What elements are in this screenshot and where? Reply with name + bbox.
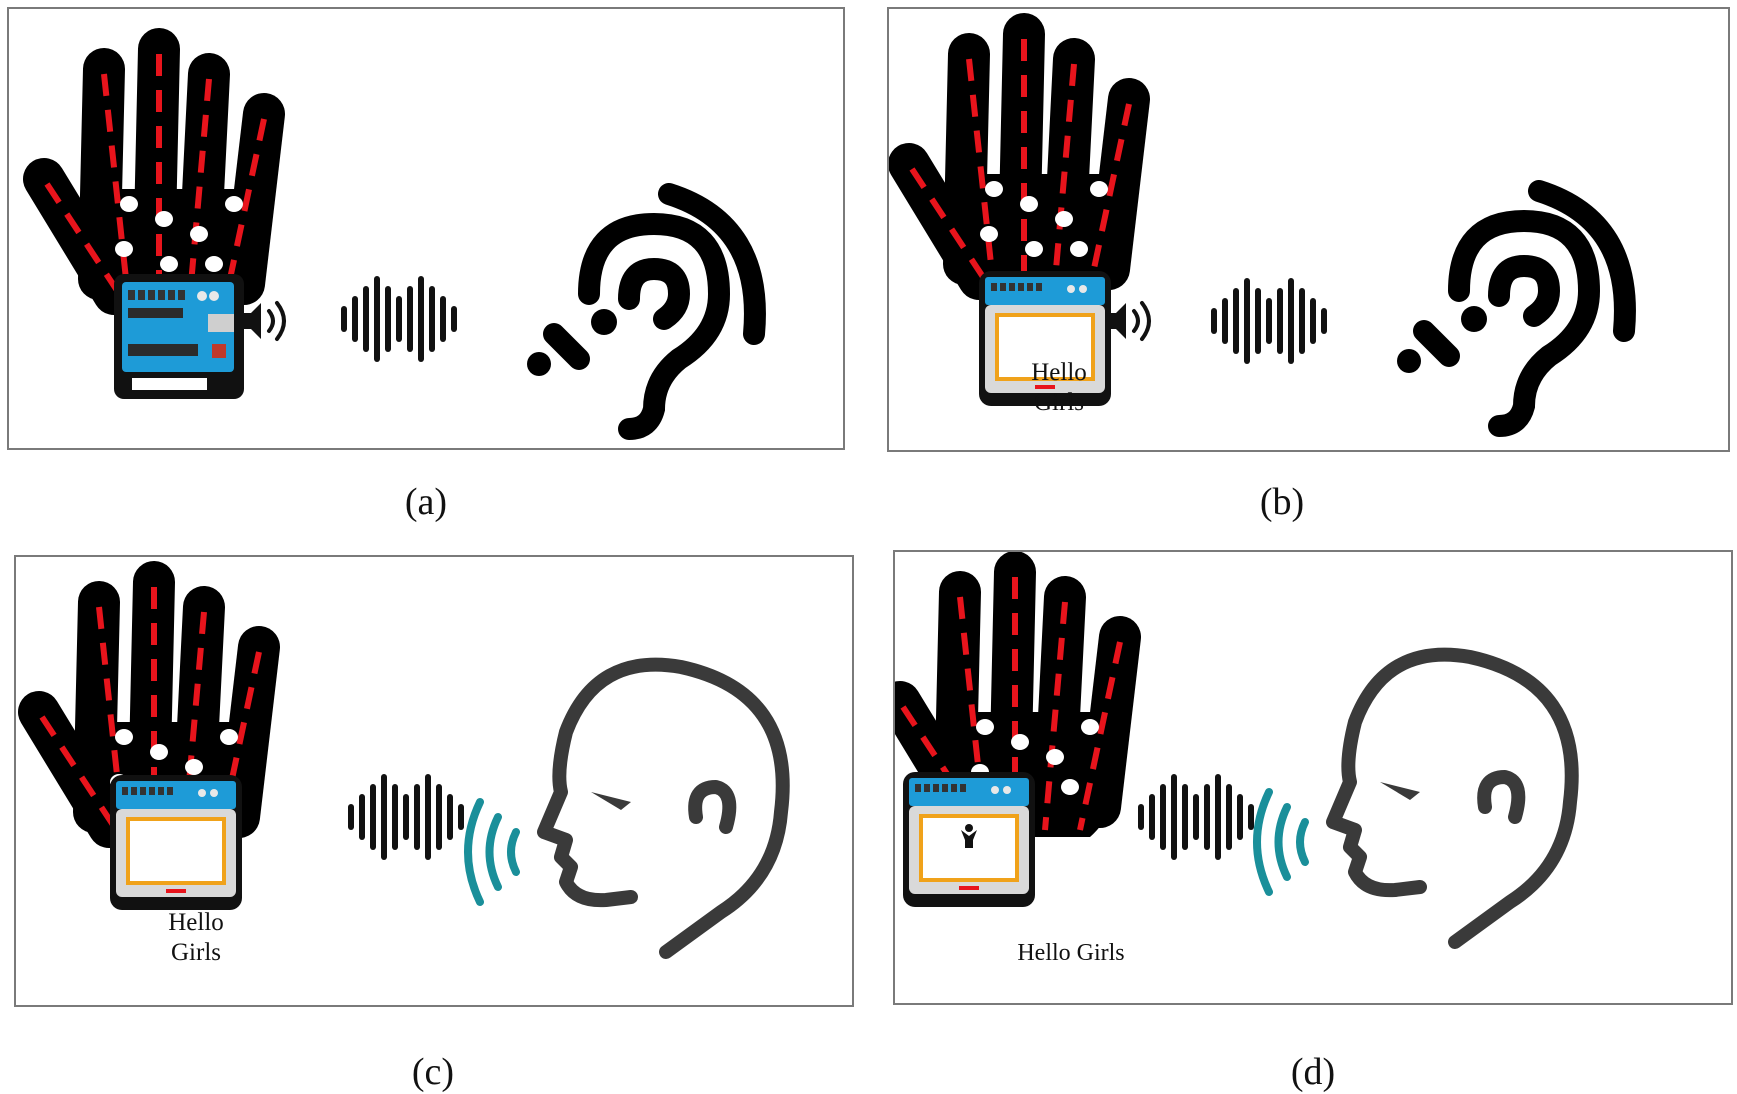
screen-text-line-1: Hello — [1031, 359, 1087, 386]
screen-text-line-2: Girls — [1034, 389, 1084, 416]
person-figure-icon — [961, 824, 977, 848]
hearing-icon — [1397, 180, 1636, 437]
caption-d: (d) — [1290, 1051, 1336, 1093]
caption-b: (b) — [1259, 481, 1305, 523]
screen-text-line-1: Hello Girls — [1017, 940, 1124, 966]
panel-a-illustration — [23, 28, 766, 440]
panel-d: Hello Girls — [893, 550, 1733, 1005]
hearing-icon — [527, 183, 766, 440]
sound-wave-icon — [1211, 278, 1327, 364]
speaker-icon — [241, 301, 286, 341]
screen-text-line-2: Girls — [171, 939, 221, 966]
speaking-head-icon — [1253, 647, 1579, 949]
glove-icon — [889, 13, 1150, 300]
display-device: Hello Girls — [903, 772, 1125, 966]
panel-a — [7, 7, 845, 450]
speaking-head-icon — [464, 657, 790, 959]
microcontroller-board — [114, 274, 244, 399]
sound-wave-icon — [348, 774, 464, 860]
sound-wave-icon — [1138, 774, 1254, 860]
screen-text-line-1: Hello — [168, 909, 224, 936]
caption-c: (c) — [411, 1051, 455, 1093]
speaker-icon — [1106, 301, 1151, 341]
caption-a: (a) — [404, 481, 448, 523]
sound-wave-icon — [341, 276, 457, 362]
panel-d-illustration: Hello Girls — [895, 552, 1579, 966]
